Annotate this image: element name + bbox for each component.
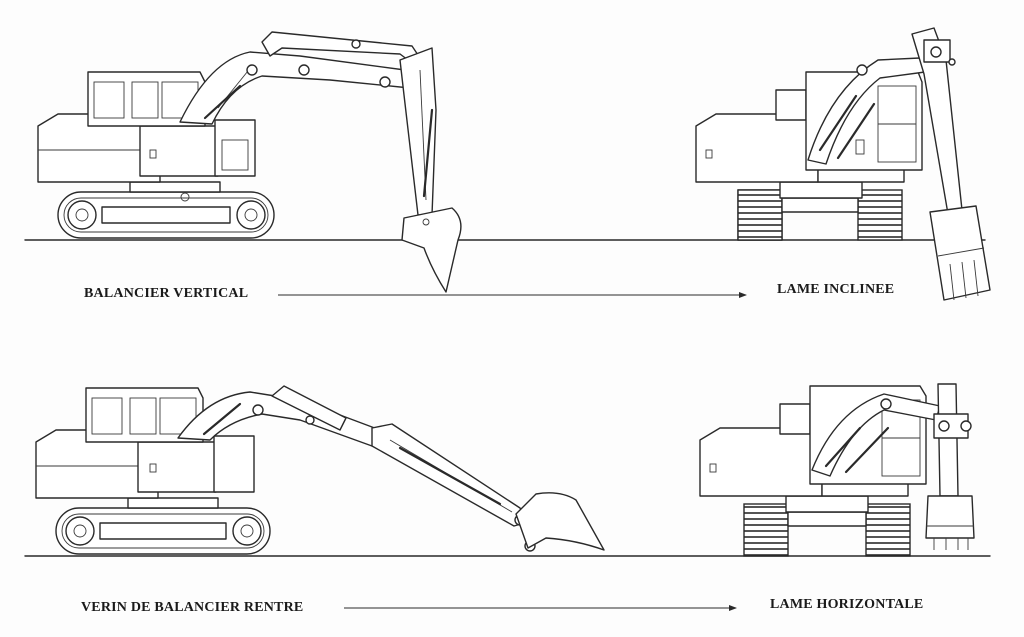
bucket-top bbox=[401, 207, 462, 293]
excavator-side-top bbox=[37, 31, 462, 293]
excavator-side-bottom bbox=[35, 385, 605, 555]
excavator-front-bottom bbox=[699, 383, 975, 557]
crawler-track-bottom bbox=[55, 507, 271, 555]
crawler-track-top bbox=[57, 191, 275, 239]
caption-balancier-vertical: BALANCIER VERTICAL bbox=[84, 286, 249, 301]
caption-lame-horizontale: LAME HORIZONTALE bbox=[770, 597, 924, 612]
boom-top bbox=[179, 51, 411, 125]
stick-vertical bbox=[399, 47, 437, 231]
bucket-bottom bbox=[515, 492, 605, 551]
caption-lame-inclinee: LAME INCLINEE bbox=[777, 282, 895, 297]
upper-structure-top bbox=[37, 71, 256, 183]
caption-verin-balancier-rentre: VERIN DE BALANCIER RENTRE bbox=[81, 600, 304, 615]
bucket-horizontal bbox=[925, 495, 975, 539]
excavator-front-top bbox=[695, 27, 991, 301]
bucket-inclined bbox=[929, 205, 991, 301]
